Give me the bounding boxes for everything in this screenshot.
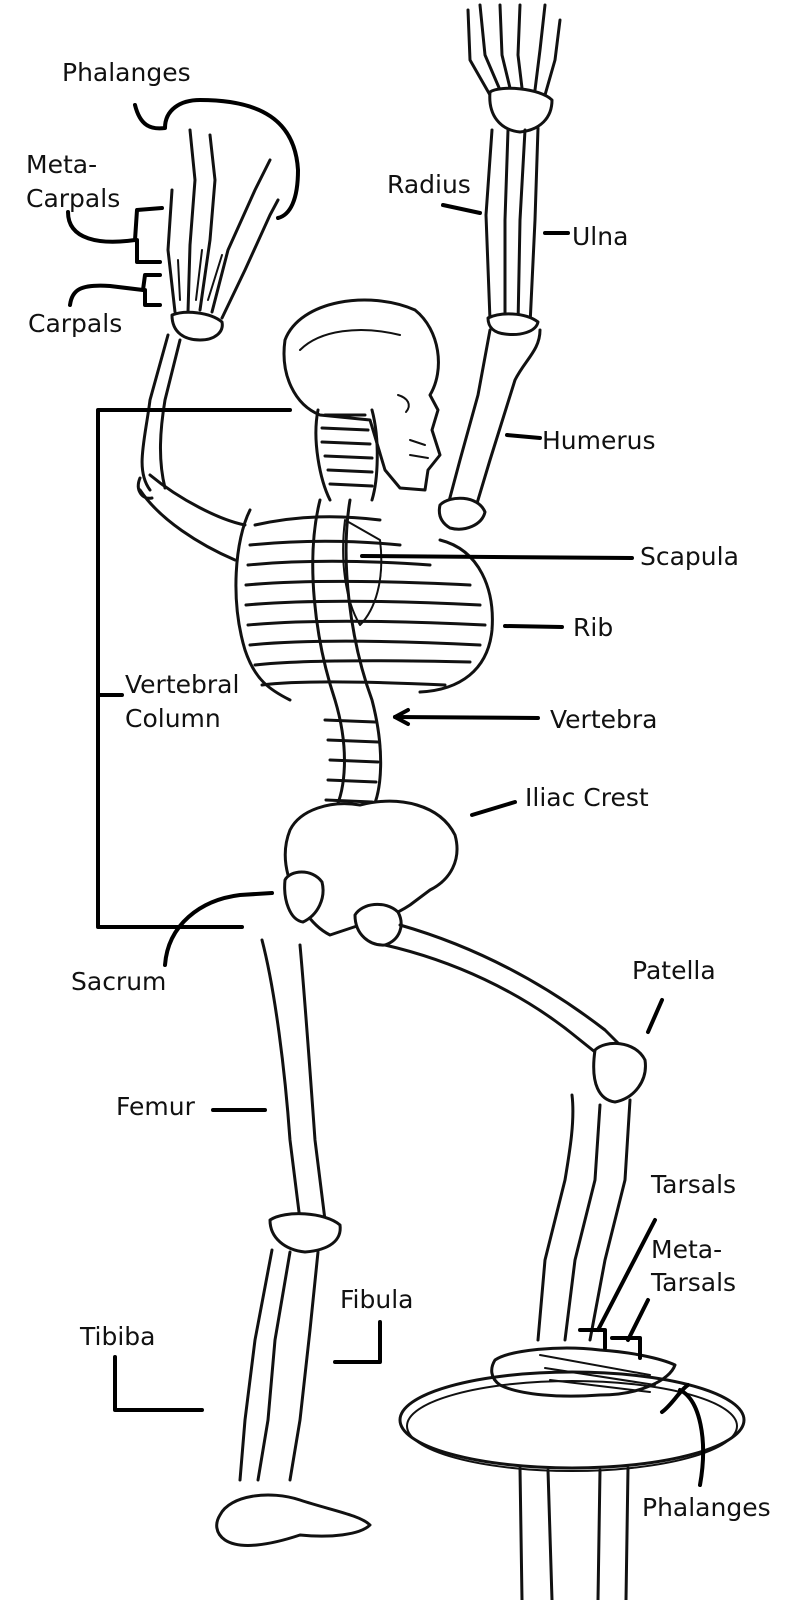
- skull: [282, 298, 442, 492]
- label-ulna: Ulna: [572, 222, 629, 251]
- label-metacarpals-line1: Meta-: [26, 150, 98, 179]
- label-humerus: Humerus: [542, 426, 656, 455]
- label-sacrum: Sacrum: [71, 967, 167, 996]
- label-scapula: Scapula: [640, 542, 739, 571]
- label-radius: Radius: [387, 170, 471, 199]
- raised-leg: [383, 923, 677, 1398]
- left-arm: [136, 128, 280, 562]
- cervical-spine: [314, 408, 379, 502]
- leader-lines: [66, 98, 706, 1487]
- label-tibia: Tibiba: [80, 1322, 156, 1351]
- right-arm: [437, 3, 562, 531]
- pelvis: [283, 799, 459, 947]
- label-metacarpals-line2: Carpals: [26, 184, 121, 213]
- label-iliac-crest: Iliac Crest: [525, 783, 649, 812]
- label-rib: Rib: [573, 613, 614, 642]
- label-fibula: Fibula: [340, 1285, 414, 1314]
- label-patella: Patella: [632, 956, 716, 985]
- standing-leg: [215, 938, 372, 1547]
- label-vertebral-column-line2: Column: [125, 704, 221, 733]
- label-phalanges-hand: Phalanges: [62, 58, 191, 87]
- label-vertebral-column-line1: Vertebral: [125, 670, 240, 699]
- spine: [311, 498, 383, 812]
- label-phalanges-foot: Phalanges: [642, 1493, 771, 1522]
- stool: [398, 1370, 746, 1600]
- label-metatarsals-line2: Tarsals: [651, 1268, 737, 1297]
- label-metatarsals-line1: Meta-: [651, 1235, 723, 1264]
- label-carpals: Carpals: [28, 309, 123, 338]
- label-tarsals: Tarsals: [651, 1170, 737, 1199]
- label-femur: Femur: [116, 1092, 195, 1121]
- skeleton-illustration: [136, 3, 746, 1600]
- label-vertebra: Vertebra: [550, 705, 658, 734]
